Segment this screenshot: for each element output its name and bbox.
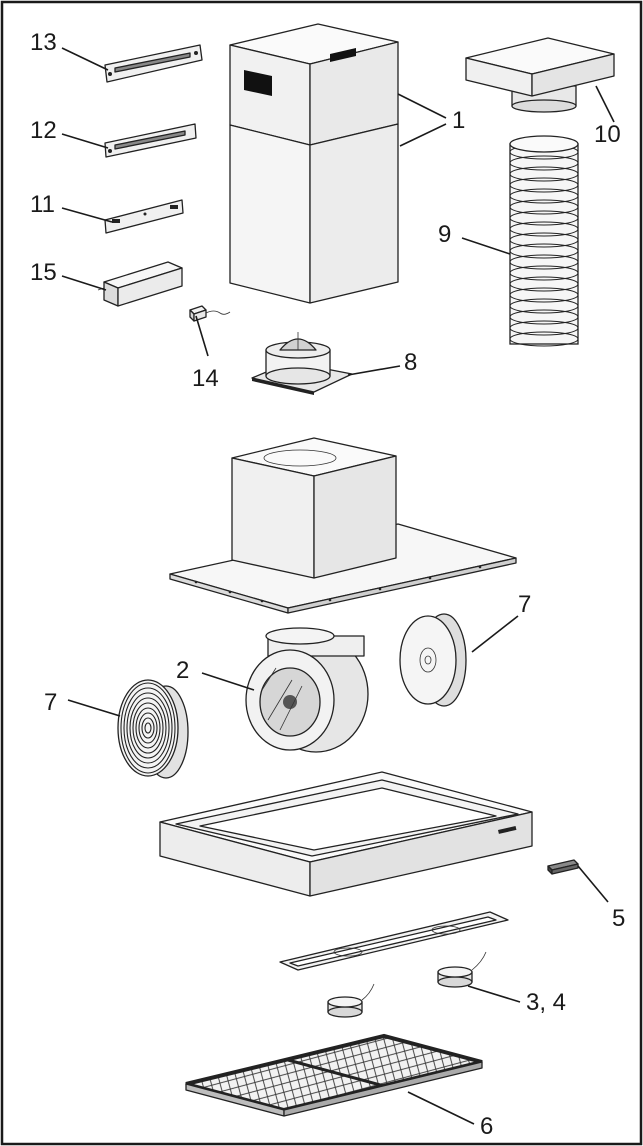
- callout-11: 11: [30, 191, 55, 218]
- part-2-blower-motor: [245, 627, 369, 753]
- filter-spiral-ring: [138, 712, 158, 744]
- filter-spiral-ring: [141, 717, 155, 739]
- duct-corrugation: [509, 210, 579, 226]
- part-15-transformer-box: [97, 261, 183, 307]
- filter-spiral-ring: [129, 697, 167, 759]
- part-14-connector: [189, 305, 231, 322]
- duct-corrugation: [509, 221, 579, 237]
- callout-3-4: 3, 4: [526, 989, 566, 1016]
- duct-corrugation: [509, 254, 579, 270]
- duct-corrugation: [509, 287, 579, 303]
- filter-spiral-ring: [123, 687, 173, 769]
- duct-corrugation: [509, 331, 579, 347]
- part-3-4-lamp-right: [437, 951, 487, 988]
- callout-7-left: 7: [44, 689, 57, 716]
- duct-corrugation: [509, 177, 579, 193]
- part-6-grease-filter: [185, 1033, 483, 1117]
- part-13-top-bracket: [104, 44, 203, 83]
- duct-corrugation: [509, 309, 579, 325]
- part-10-duct-adapter: [465, 37, 615, 113]
- callout-2: 2: [176, 657, 189, 684]
- part-3-4-lamp-left: [327, 983, 375, 1018]
- duct-corrugation: [509, 155, 579, 171]
- part-8-damper-collar: [251, 332, 353, 395]
- callout-1: 1: [452, 107, 465, 134]
- part-9-flexible-duct: [509, 135, 579, 347]
- part-light-panel: [279, 911, 509, 971]
- callout-8: 8: [404, 349, 417, 376]
- hood-body-rivets: [194, 565, 482, 603]
- leader-lines: [61, 47, 615, 1125]
- callout-10: 10: [594, 121, 621, 148]
- callout-labels: 1 13 12 11 15 14 8 9 10 2 7 7 5 3, 4 6: [30, 29, 625, 1140]
- duct-corrugation: [509, 320, 579, 336]
- duct-corrugation: [509, 265, 579, 281]
- callout-6: 6: [480, 1113, 493, 1140]
- duct-corrugation: [509, 232, 579, 248]
- filter-spiral-ring: [132, 702, 164, 754]
- part-canopy-frame: [159, 771, 533, 897]
- callout-15: 15: [30, 259, 57, 286]
- part-11-small-bracket: [104, 199, 184, 234]
- callout-7-right: 7: [518, 591, 531, 618]
- callout-13: 13: [30, 29, 57, 56]
- callout-9: 9: [438, 221, 451, 248]
- duct-corrugation: [509, 243, 579, 259]
- callout-5: 5: [612, 905, 625, 932]
- callout-14: 14: [192, 365, 219, 392]
- duct-corrugation: [509, 199, 579, 215]
- part-hood-body: [169, 437, 517, 614]
- filter-spiral-ring: [135, 707, 161, 749]
- callout-12: 12: [30, 117, 57, 144]
- duct-corrugation: [509, 188, 579, 204]
- filter-spiral-ring: [144, 722, 152, 734]
- part-5-control-switch: [547, 859, 579, 875]
- duct-corrugation: [509, 298, 579, 314]
- duct-corrugation: [509, 166, 579, 182]
- filter-spiral-ring: [126, 692, 170, 764]
- part-1-chimney-cover: [229, 23, 399, 304]
- filter-spiral-ring: [120, 682, 176, 774]
- part-12-middle-bracket: [104, 123, 197, 158]
- part-7-charcoal-filter-right: [399, 613, 467, 707]
- duct-corrugation: [509, 276, 579, 292]
- part-7-charcoal-filter-left: [117, 679, 189, 779]
